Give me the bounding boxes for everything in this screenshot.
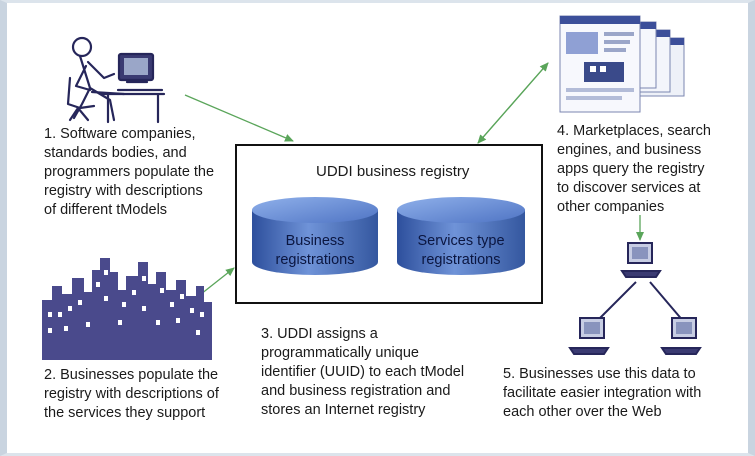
step-5-text: 5. Businesses use this data to facilitat… — [503, 366, 702, 420]
step-3-text: 3. UDDI assigns a programmatically uniqu… — [261, 326, 465, 418]
business-registrations-cylinder — [252, 197, 378, 275]
arrow-registry-from-browser — [477, 62, 549, 144]
programmer-at-computer-icon — [66, 36, 166, 124]
services-type-registrations-label: Services type registrations — [417, 233, 505, 268]
business-registrations-label: Business registrations — [275, 233, 355, 268]
browser-windows-icon — [559, 15, 685, 113]
step-1-text: 1. Software companies, standards bodies,… — [44, 126, 215, 218]
arrow-programmer-to-registry — [184, 94, 294, 142]
services-type-registrations-cylinder — [397, 197, 525, 275]
registry-title: UDDI business registry — [316, 163, 470, 180]
step-2-text: 2. Businesses populate the registry with… — [44, 367, 219, 421]
step-4-text: 4. Marketplaces, search engines, and bus… — [557, 123, 711, 215]
networked-computers-icon — [568, 242, 702, 355]
city-skyline-icon — [42, 258, 212, 360]
